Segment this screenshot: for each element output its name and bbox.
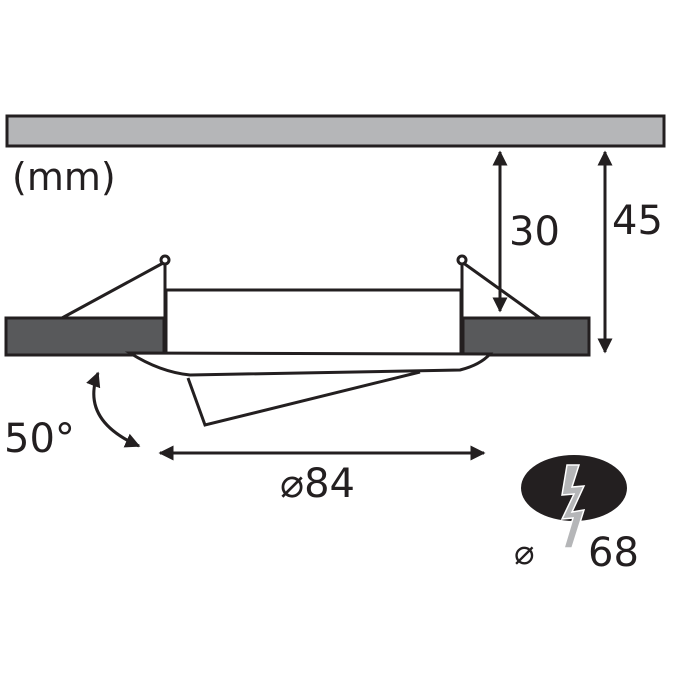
ceiling-board-left <box>4 316 166 357</box>
outer-diameter-label: ⌀84 <box>280 461 355 507</box>
ceiling-board-right <box>461 316 591 357</box>
tilt-angle-arrow <box>86 371 141 448</box>
units-label: (mm) <box>12 155 116 199</box>
fixture-housing <box>124 288 494 427</box>
spring-clip-left <box>61 254 171 350</box>
cutout-diameter-symbol: ⌀ <box>514 533 534 573</box>
ceiling-panel <box>5 114 666 148</box>
tilt-angle-label: 50° <box>4 416 75 462</box>
cutout-diameter-label: 68 <box>588 530 639 576</box>
cutout-hole-icon <box>521 455 627 549</box>
dimension-45-label: 45 <box>612 198 663 244</box>
dimension-30-label: 30 <box>509 209 560 255</box>
